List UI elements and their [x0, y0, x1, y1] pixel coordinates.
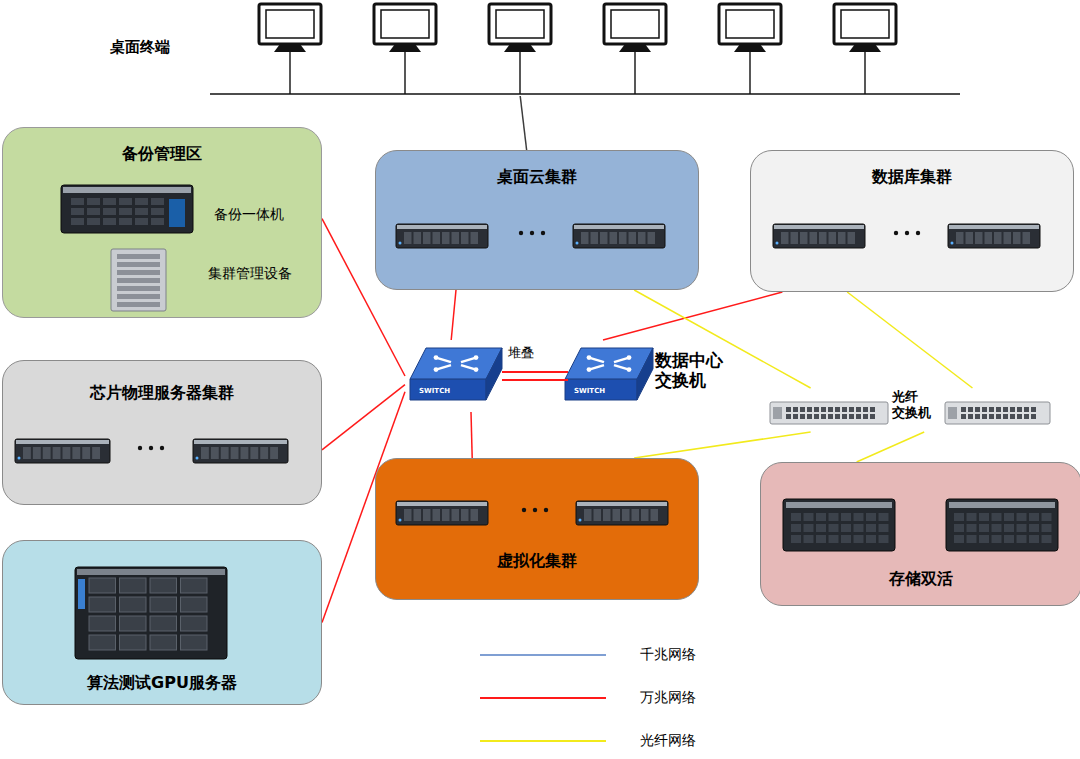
stack-icon: [502, 372, 568, 380]
storage-icon: [783, 499, 895, 551]
network-link: [471, 412, 472, 458]
node-title: 备份管理区: [3, 144, 321, 163]
network-link: [520, 96, 526, 150]
legend-label: 光纤网络: [640, 732, 696, 750]
server-icon: [396, 224, 488, 248]
node-illustration: [3, 361, 309, 506]
legend-swatch: [478, 683, 608, 713]
fiber-switch-group: 光纤 交换机: [768, 388, 1052, 432]
gpu-panel: 算法测试GPU服务器: [2, 540, 322, 705]
network-link: [847, 292, 972, 388]
node-illustration: [100, 0, 970, 96]
server-icon: [15, 439, 110, 463]
server-icon: [948, 224, 1040, 248]
legend-row: 千兆网络: [478, 640, 738, 683]
legend-swatch: [478, 726, 608, 756]
legend-swatch: [478, 640, 608, 670]
stack-label: 堆叠: [508, 344, 534, 362]
monitors-icon: [210, 4, 960, 94]
node-title: 数据库集群: [751, 167, 1073, 186]
switch-icon: [565, 348, 653, 400]
storage-panel: 存储双活: [760, 462, 1080, 606]
node-title: 算法测试GPU服务器: [3, 673, 321, 692]
dots-icon: [894, 231, 920, 235]
legend-label: 万兆网络: [640, 689, 696, 707]
cluster-panel: 桌面云集群: [375, 150, 699, 290]
server-icon: [193, 439, 288, 463]
server-icon: [773, 224, 865, 248]
cluster-panel: 数据库集群: [750, 150, 1074, 292]
node-title: 数据中心 交换机: [655, 350, 728, 391]
core-switch-group: 数据中心 交换机: [405, 340, 735, 412]
network-link: [857, 432, 925, 462]
node-illustration: [376, 459, 686, 601]
cluster-panel: 虚拟化集群: [375, 458, 699, 600]
server-icon: [573, 224, 665, 248]
network-link: [322, 385, 405, 450]
terminal-band: 桌面终端: [100, 0, 970, 96]
part-label: 集群管理设备: [208, 265, 292, 282]
node-title: 光纤 交换机: [892, 389, 935, 420]
network-link: [634, 432, 810, 458]
backup-zone: 备份管理区备份一体机集群管理设备: [2, 127, 322, 318]
server-icon: [576, 501, 668, 525]
dots-icon: [138, 446, 164, 450]
switch-icon: [410, 348, 502, 400]
node-title: 桌面云集群: [376, 167, 698, 186]
node-title: 存储双活: [761, 569, 1080, 588]
gpu-icon: [75, 567, 227, 659]
legend-row: 光纤网络: [478, 726, 738, 759]
node-title: 桌面终端: [110, 38, 170, 56]
network-link: [603, 292, 782, 340]
backup-icon: [61, 185, 193, 233]
fswitch-icon: [770, 402, 888, 424]
node-title: 芯片物理服务器集群: [3, 383, 321, 402]
network-link: [451, 290, 456, 340]
tower-icon: [111, 249, 166, 311]
part-label: 备份一体机: [214, 206, 284, 223]
storage-icon: [946, 499, 1058, 551]
server-icon: [396, 501, 488, 525]
legend-label: 千兆网络: [640, 646, 696, 664]
fswitch-icon: [945, 402, 1050, 424]
node-title: 虚拟化集群: [376, 551, 698, 570]
dots-icon: [522, 508, 548, 512]
dots-icon: [519, 231, 545, 235]
cluster-panel: 芯片物理服务器集群: [2, 360, 322, 505]
legend-row: 万兆网络: [478, 683, 738, 726]
legend: 千兆网络万兆网络光纤网络: [478, 640, 738, 759]
